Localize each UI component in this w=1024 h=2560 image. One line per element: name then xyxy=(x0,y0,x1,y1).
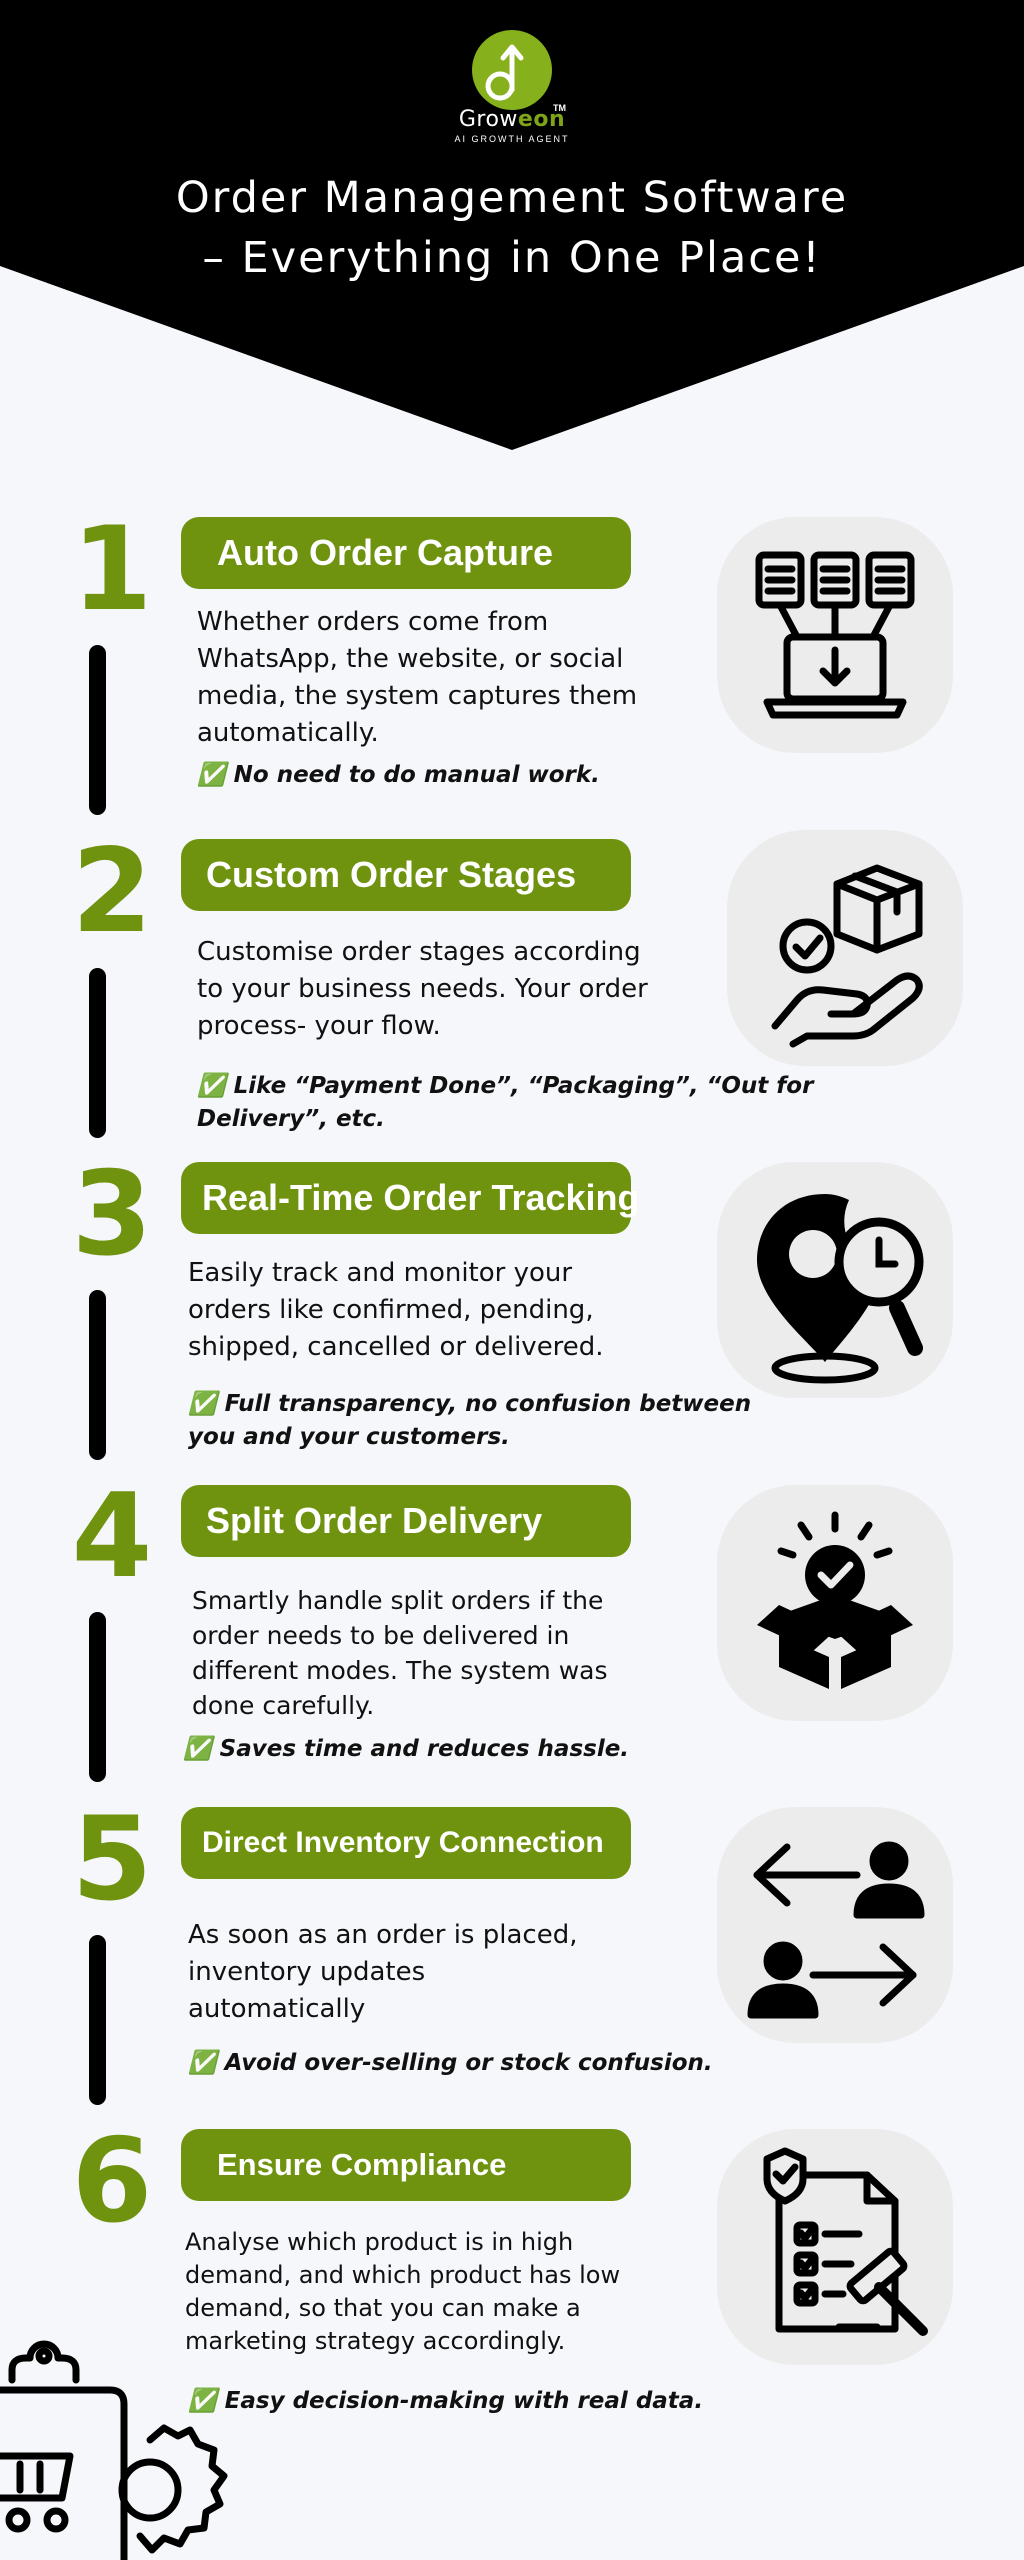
timeline-line xyxy=(89,1935,106,2105)
feature-title-pill: Split Order Delivery xyxy=(181,1485,631,1557)
feature-title-pill: Direct Inventory Connection xyxy=(181,1807,631,1879)
feature-title-pill: Real-Time Order Tracking xyxy=(181,1162,640,1234)
checklist-gavel-icon xyxy=(763,2147,928,2336)
header-background xyxy=(0,0,1024,450)
step-number: 4 xyxy=(71,1469,153,1604)
step-number: 1 xyxy=(71,502,153,637)
icon-tile xyxy=(717,1807,953,2043)
feature-description: Customise order stages according to your… xyxy=(197,937,648,1041)
timeline-line xyxy=(89,968,106,1138)
feature-title-pill: Auto Order Capture xyxy=(181,517,631,589)
feature-note: ✅ Like “Payment Done”, “Packaging”, “Out… xyxy=(197,1073,814,1132)
feature-note: ✅ Full transparency, no confusion betwee… xyxy=(188,1391,752,1450)
feature-description: As soon as an order is placed, inventory… xyxy=(188,1920,578,2024)
timeline-line xyxy=(89,645,106,815)
timeline-line xyxy=(89,1612,106,1782)
brand-name: Groweon xyxy=(458,107,566,132)
icon-tile xyxy=(717,517,953,753)
hand-box-check-icon xyxy=(771,864,923,1048)
step-number: 5 xyxy=(71,1792,153,1927)
brand-tagline: AI GROWTH AGENT xyxy=(454,134,570,144)
timeline-line xyxy=(89,1290,106,1460)
step-number: 6 xyxy=(71,2114,153,2249)
growth-logo-icon xyxy=(472,30,552,110)
laptop-documents-icon xyxy=(755,551,915,719)
feature-note: ✅ Easy decision-making with real data. xyxy=(188,2388,704,2414)
feature-note: ✅ No need to do manual work. xyxy=(197,762,600,788)
open-box-check-icon xyxy=(757,1511,913,1689)
clipboard-cart-gear-icon xyxy=(0,2340,228,2560)
feature-description: Easily track and monitor your orders lik… xyxy=(188,1258,604,1362)
feature-note: ✅ Avoid over-selling or stock confusion. xyxy=(188,2050,713,2076)
brand-block: Groweon TM AI GROWTH AGENT xyxy=(412,103,612,144)
feature-description: Smartly handle split orders if the order… xyxy=(192,1586,608,1720)
step-number: 2 xyxy=(71,824,153,959)
user-exchange-icon xyxy=(747,1841,925,2019)
feature-description: Analyse which product is in high demand,… xyxy=(185,2228,621,2355)
location-clock-search-icon xyxy=(757,1194,924,1384)
icon-tile xyxy=(717,2129,953,2365)
icon-tile xyxy=(717,1162,953,1398)
icon-tile xyxy=(717,1485,953,1721)
feature-note: ✅ Saves time and reduces hassle. xyxy=(183,1736,630,1762)
icon-tile xyxy=(727,830,963,1066)
feature-title-pill: Ensure Compliance xyxy=(181,2129,631,2201)
feature-title-pill: Custom Order Stages xyxy=(181,839,631,911)
page-title: Order Management Software – Everything i… xyxy=(175,173,849,283)
brand-trademark: TM xyxy=(553,103,566,113)
step-number: 3 xyxy=(71,1147,153,1282)
feature-description: Whether orders come from WhatsApp, the w… xyxy=(197,607,638,748)
